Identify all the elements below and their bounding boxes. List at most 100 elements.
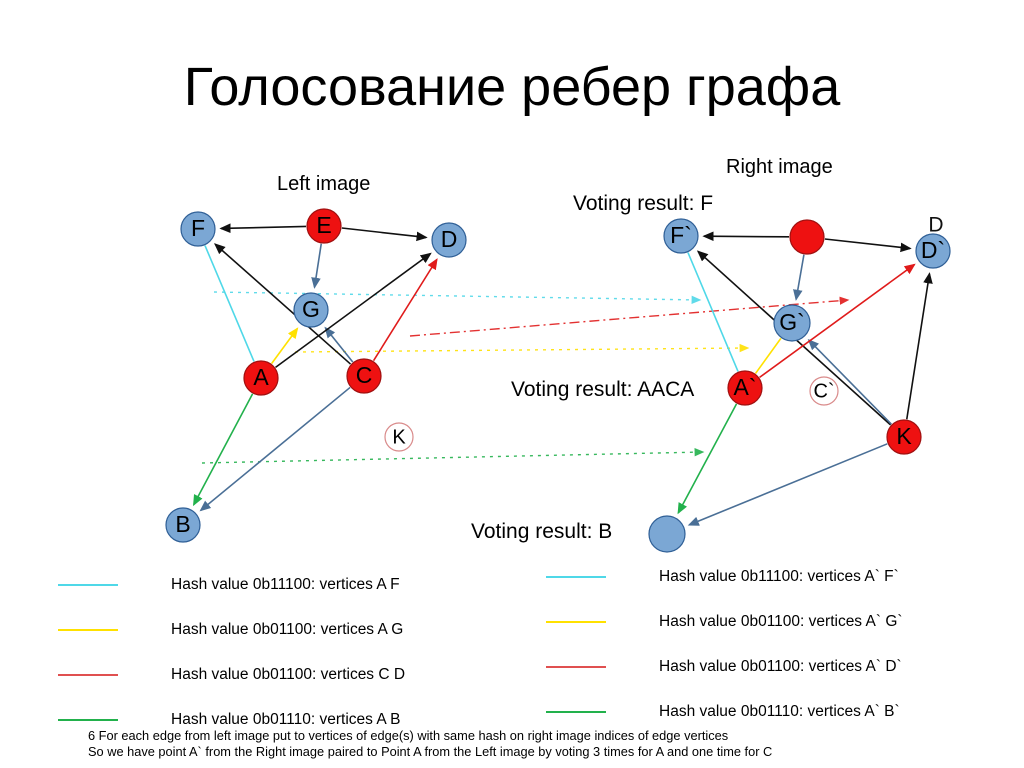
right-legend-label: Hash value 0b11100: vertices A` F` (659, 568, 899, 585)
right-legend-row: Hash value 0b01100: vertices A` D` (546, 652, 1016, 697)
node-circle (663, 218, 699, 254)
node-label: B (175, 511, 190, 537)
legend-right: Hash value 0b11100: vertices A` F` Hash v… (546, 562, 1016, 742)
cross-image-connectors (201, 291, 850, 464)
right-legend-row: Hash value 0b01100: vertices A` G` (546, 607, 1016, 652)
node-circle (727, 370, 763, 406)
right-edge-Ep-Dp (824, 238, 912, 253)
right-legend-row: Hash value 0b11100: vertices A` F` (546, 562, 1016, 607)
left-node-C[interactable]: C (346, 358, 382, 394)
left-graph-nodes: F E D G A C B K (165, 208, 467, 543)
left-legend-label: Hash value 0b11100: vertices A F (171, 576, 400, 593)
left-legend-row: Hash value 0b11100: vertices A F (58, 570, 528, 615)
left-edge-E-F (219, 223, 307, 234)
right-image-title: Right image (726, 156, 833, 178)
left-edge-A-G (271, 327, 299, 364)
right-node-G-prime[interactable]: G` (773, 304, 811, 342)
right-graph-nodes: F` D` G` A` C` K (648, 218, 951, 553)
right-edge-Kp-Dp (905, 272, 933, 420)
node-circle (243, 360, 279, 396)
left-node-F[interactable]: F (180, 211, 216, 247)
node-circle (915, 233, 951, 269)
left-graph-edges (193, 223, 438, 512)
left-node-D[interactable]: D (431, 222, 467, 258)
right-node-A-prime[interactable]: A` (727, 370, 763, 406)
node-circle (809, 376, 839, 406)
left-node-G[interactable]: G (293, 292, 329, 328)
caption-line-1: 6 For each edge from left image put to v… (88, 728, 729, 743)
left-edge-A-D (275, 252, 432, 368)
floating-labels: D (928, 214, 943, 237)
left-legend-color-swatch (58, 629, 118, 631)
left-legend-color-swatch (58, 584, 118, 586)
left-edge-C-G (324, 326, 354, 363)
left-node-K[interactable]: K (384, 422, 414, 452)
node-label: C (356, 362, 373, 388)
left-image-title: Left image (277, 173, 371, 195)
node-label: D (441, 226, 458, 252)
right-graph-edges (677, 231, 933, 526)
node-circle (384, 422, 414, 452)
left-node-A[interactable]: A (243, 360, 279, 396)
voting-result-aaca: Voting result: AACA (511, 378, 695, 401)
left-legend-row: Hash value 0b01110: vertices A B (58, 705, 528, 750)
right-legend-color-swatch (546, 711, 606, 713)
right-legend-label: Hash value 0b01100: vertices A` G` (659, 613, 903, 630)
node-label: K (392, 426, 406, 448)
left-edge-C-B (199, 386, 351, 512)
caption: 6 For each edge from left image put to v… (88, 728, 988, 760)
node-label: F` (670, 222, 692, 248)
left-legend-label: Hash value 0b01100: vertices A G (171, 621, 404, 638)
left-node-B[interactable]: B (165, 507, 201, 543)
right-edge-Kp-Bp (687, 443, 888, 526)
left-edge-C-D (372, 258, 438, 362)
right-edge-Ap-Fp (687, 252, 739, 372)
legend-left: Hash value 0b11100: vertices A F Hash val… (58, 570, 528, 750)
right-node-F-prime[interactable]: F` (663, 218, 699, 254)
right-edge-Kp-Gp (807, 338, 892, 425)
left-legend-row: Hash value 0b01100: vertices A G (58, 615, 528, 660)
node-circle (789, 219, 825, 255)
left-legend-label: Hash value 0b01110: vertices A B (171, 711, 401, 728)
right-edge-Ap-Bp (677, 403, 738, 515)
node-circle (773, 304, 811, 342)
left-edge-E-D (341, 227, 428, 242)
left-edge-A-B (193, 393, 254, 507)
left-legend-color-swatch (58, 719, 118, 721)
right-node-Ep[interactable] (789, 219, 825, 255)
node-circle (180, 211, 216, 247)
right-node-C-prime[interactable]: C` (809, 376, 839, 406)
right-node-D-prime[interactable]: D` (915, 233, 951, 269)
red-connector (409, 296, 850, 337)
left-node-E[interactable]: E (306, 208, 342, 244)
right-legend-color-swatch (546, 666, 606, 668)
node-circle (306, 208, 342, 244)
right-node-K[interactable]: K (886, 419, 922, 455)
node-label: A` (734, 374, 757, 400)
node-label: K (896, 423, 912, 449)
caption-line-2: So we have point A` from the Right image… (88, 744, 773, 759)
node-circle (886, 419, 922, 455)
right-node-Bp[interactable] (648, 515, 686, 553)
right-legend-label: Hash value 0b01100: vertices A` D` (659, 658, 902, 675)
node-circle (431, 222, 467, 258)
page-title: Голосование ребер графа (183, 57, 841, 117)
left-edge-C-F (214, 243, 352, 365)
node-circle (293, 292, 329, 328)
right-edge-Ap-Dp (759, 263, 916, 379)
node-circle (648, 515, 686, 553)
node-label: F (191, 215, 205, 241)
node-label: A (253, 364, 269, 390)
right-legend-color-swatch (546, 621, 606, 623)
right-legend-label: Hash value 0b01110: vertices A` B` (659, 703, 900, 720)
green-connector (201, 447, 705, 464)
voting-result-f: Voting result: F (573, 192, 714, 215)
node-circle (346, 358, 382, 394)
floating-label-D: D (928, 214, 943, 237)
right-legend-row: Hash value 0b01110: vertices A` B` (546, 697, 1016, 742)
left-edge-A-F (204, 245, 255, 362)
voting-result-b: Voting result: B (471, 520, 613, 543)
node-label: G (302, 296, 320, 322)
left-legend-color-swatch (58, 674, 118, 676)
